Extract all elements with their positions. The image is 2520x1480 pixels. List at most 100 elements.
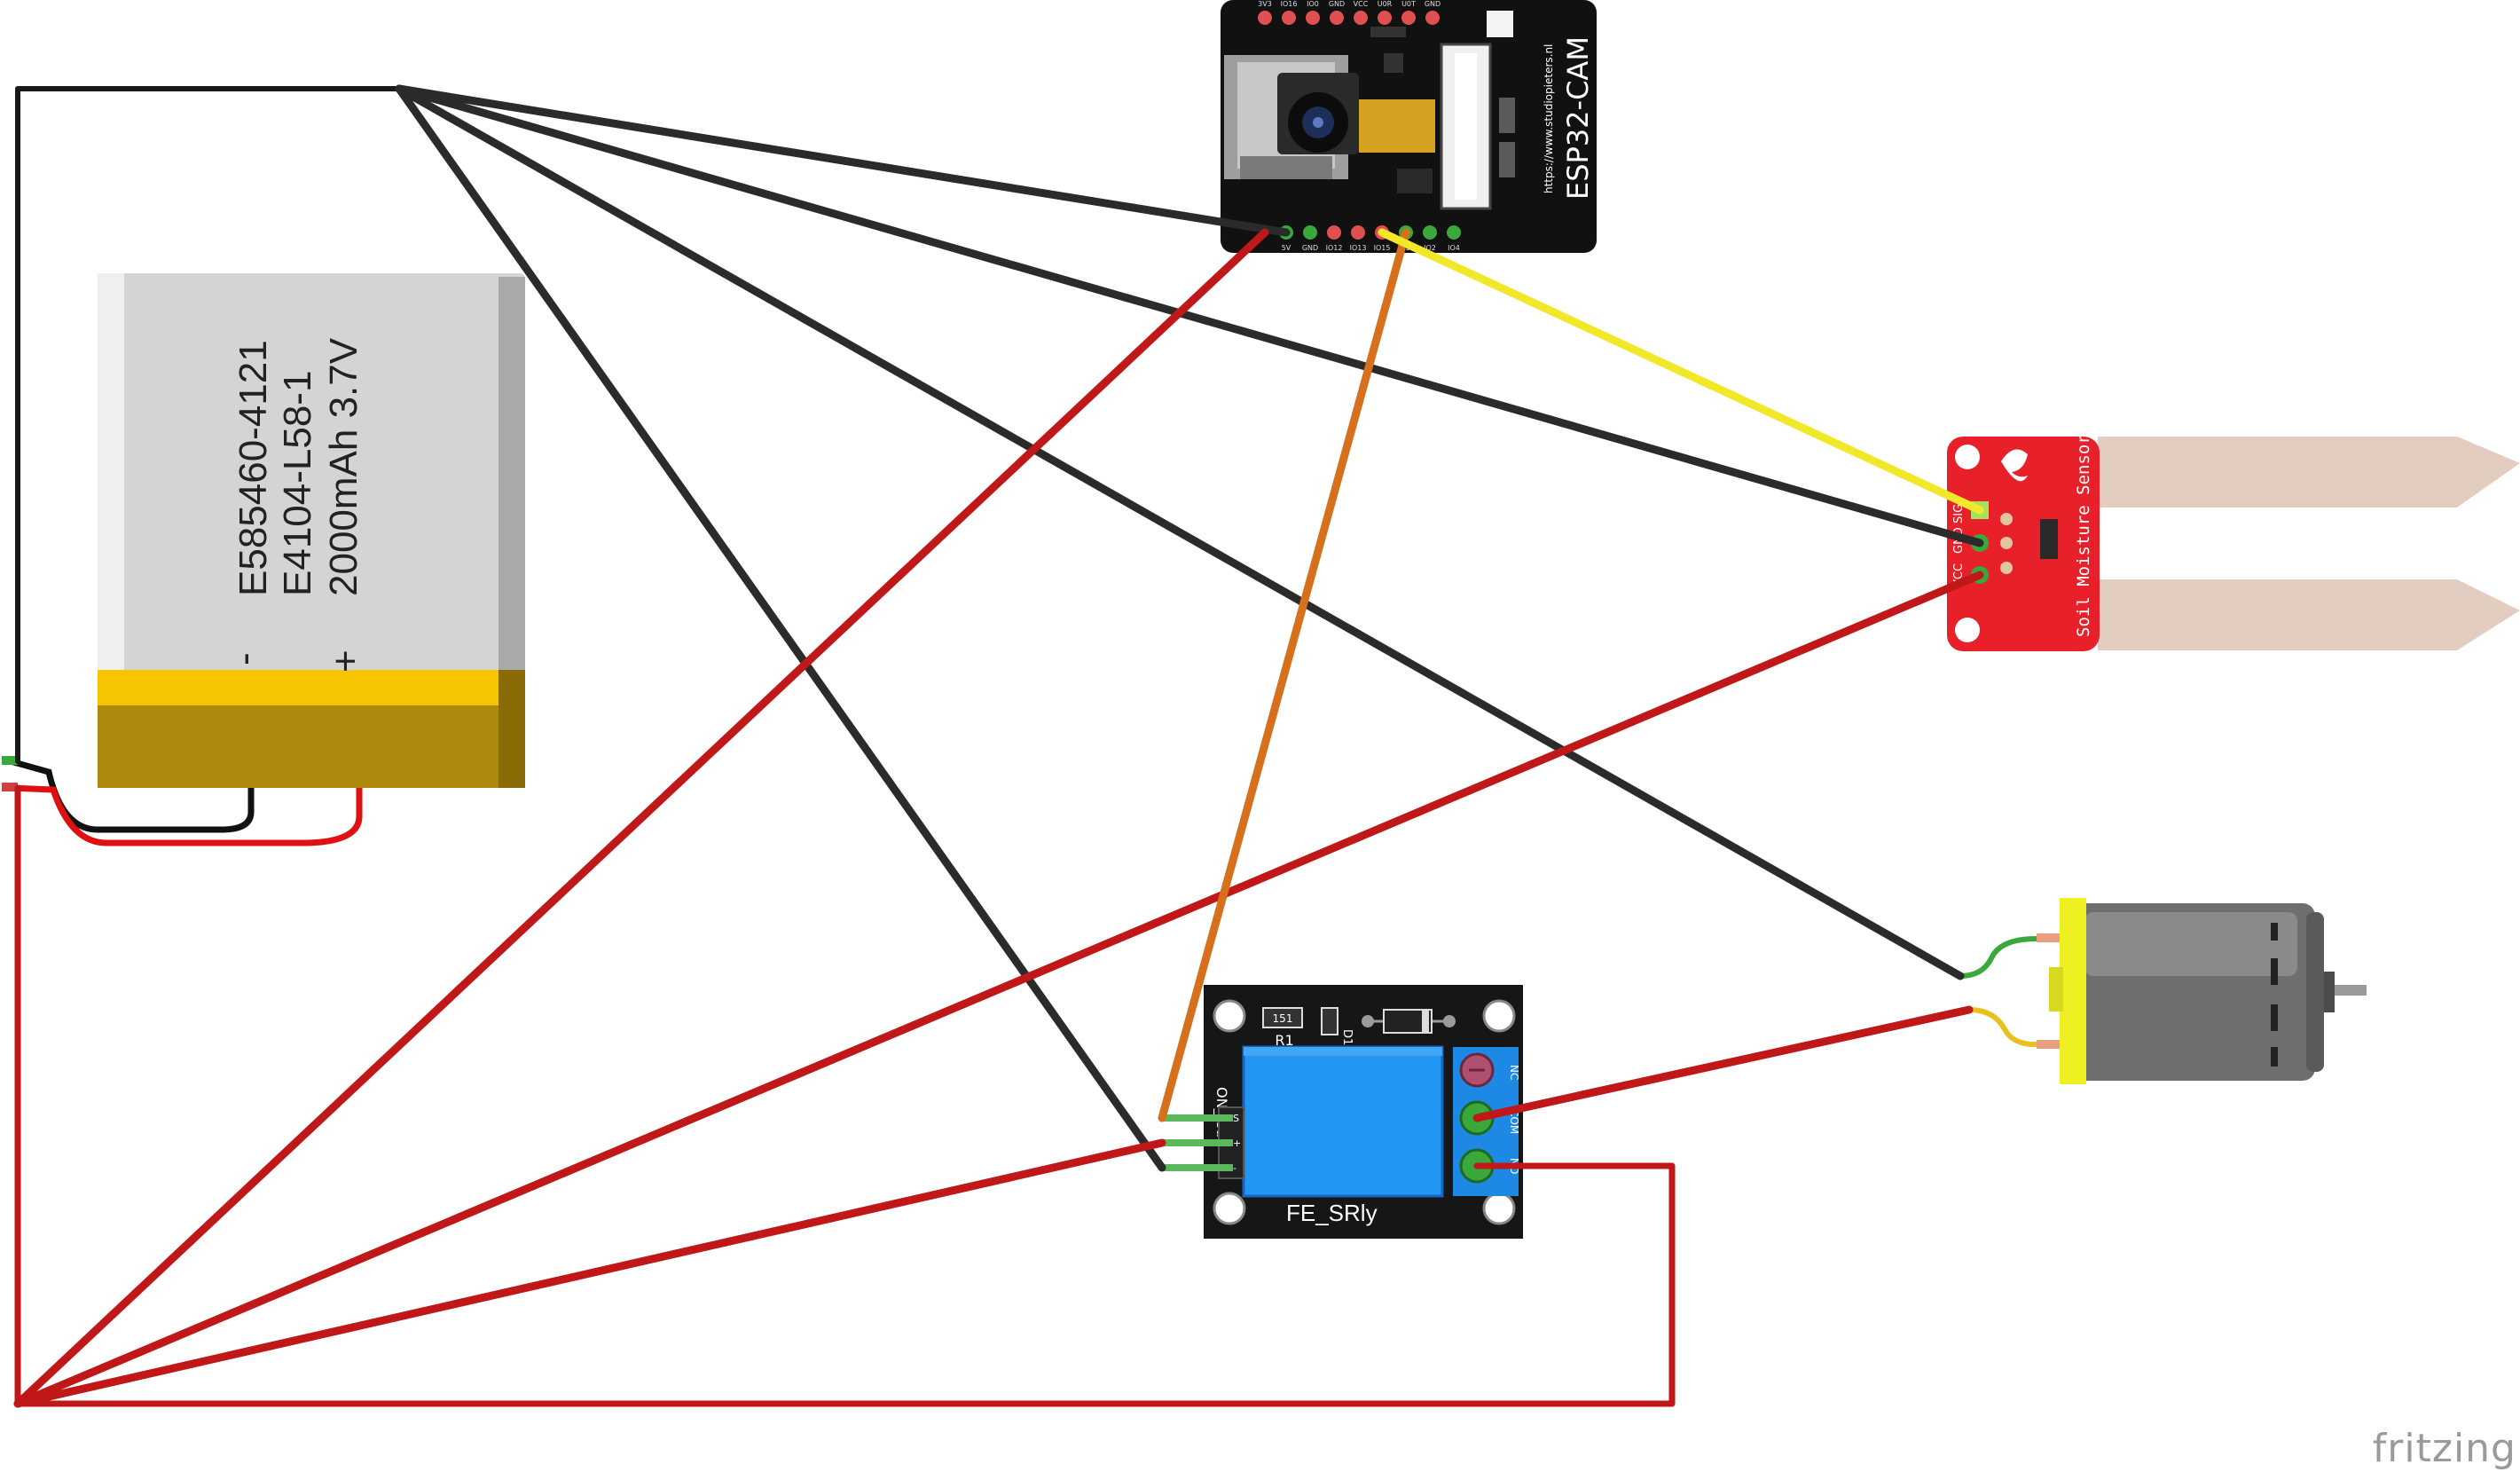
- esp32-smd-1: [1370, 27, 1406, 37]
- relay-pin-minus[interactable]: [1162, 1164, 1233, 1171]
- esp32-bottom-pin-label: IO4: [1448, 244, 1460, 252]
- motor-slot: [2271, 923, 2278, 941]
- soil-moisture-sensor[interactable]: Soil Moisture Sensor VCC GND SIG: [1947, 434, 2520, 651]
- relay-pad: [1443, 1015, 1456, 1027]
- esp32-top-pin[interactable]: [1401, 11, 1416, 25]
- camera-flex-cable: [1359, 99, 1435, 153]
- esp32-top-pin[interactable]: [1378, 11, 1392, 25]
- motor-cap: [2060, 898, 2086, 1084]
- soil-sensor-title: Soil Moisture Sensor: [2074, 434, 2093, 637]
- fpc-connector-inner: [1455, 53, 1477, 200]
- fritzing-watermark: fritzing: [2372, 1426, 2516, 1471]
- esp32-bottom-pin-label: IO15: [1374, 244, 1391, 252]
- esp32-top-pin-label: GND: [1425, 0, 1441, 8]
- wire-red-power-bus[interactable]: [14, 784, 1676, 1407]
- relay-cube: [1242, 1045, 1444, 1198]
- battery-band-top: [98, 670, 525, 705]
- relay-mount-hole: [1482, 999, 1516, 1033]
- wire-red-relay-vcc[interactable]: [13, 1138, 1166, 1408]
- esp32-top-pin-label: IO0: [1307, 0, 1319, 8]
- motor-slot: [2271, 1047, 2278, 1067]
- relay-d1-label: D1: [1340, 1029, 1354, 1045]
- motor-slot: [2271, 958, 2278, 985]
- soil-mount-hole: [1955, 618, 1980, 642]
- esp32-top-pin[interactable]: [1258, 11, 1272, 25]
- esp32-bottom-pin-label: GND: [1302, 244, 1318, 252]
- sd-card-edge: [1240, 156, 1332, 179]
- motor-endcap: [2306, 912, 2324, 1072]
- wire-black-gnd-bus[interactable]: [15, 86, 402, 764]
- esp32-smd-4: [1499, 98, 1515, 133]
- wire-black-motor[interactable]: [395, 84, 1965, 980]
- battery-minus-label: -: [223, 652, 266, 665]
- esp32-top-pin[interactable]: [1425, 11, 1440, 25]
- battery-gnd-node[interactable]: [2, 756, 18, 765]
- esp32-top-pin-label: 3V3: [1258, 0, 1272, 8]
- esp32-bottom-pin-label: IO12: [1326, 244, 1343, 252]
- esp32-top-pin-label: GND: [1329, 0, 1345, 8]
- soil-sensor-chip: [2040, 519, 2058, 559]
- wire-yellow-soil-signal[interactable]: [1378, 228, 1984, 515]
- esp32-top-pins: 3V3 IO16 IO0 GND VCC U0R U0T GND: [1258, 0, 1441, 25]
- esp32-top-pin[interactable]: [1330, 11, 1344, 25]
- esp32-top-pin[interactable]: [1354, 11, 1368, 25]
- battery-plus-label: +: [324, 649, 367, 673]
- relay-module[interactable]: ON_led 151 R1 D1 NC COM NO S + - FE_SRly: [1162, 985, 1523, 1239]
- wire-black-soil-gnd[interactable]: [395, 84, 1984, 547]
- motor-yellow-lead[interactable]: [1968, 1007, 2037, 1048]
- esp32-bottom-pin[interactable]: [1447, 225, 1461, 240]
- relay-mount-hole: [1482, 1192, 1516, 1225]
- dc-motor[interactable]: [2037, 898, 2367, 1084]
- esp32-cam-board[interactable]: ESP32-CAM https://www.studiopieters.nl 3…: [1221, 0, 1597, 253]
- lipo-battery[interactable]: E585460-4121 E4104-L58-1 2000mAh 3.7V - …: [98, 273, 525, 788]
- esp32-top-pin-label: IO16: [1281, 0, 1298, 8]
- esp32-top-pin-label: VCC: [1354, 0, 1369, 8]
- wire-red-soil-vcc[interactable]: [13, 571, 1984, 1408]
- motor-terminal-2[interactable]: [2037, 1040, 2060, 1049]
- relay-title: FE_SRly: [1286, 1200, 1378, 1226]
- soil-probe-bottom: [2098, 579, 2520, 650]
- battery-red-lead[interactable]: [10, 784, 363, 846]
- motor-terminal-1[interactable]: [2037, 933, 2060, 942]
- relay-resistor: [1262, 1007, 1303, 1028]
- relay-mount-hole: [1213, 999, 1246, 1033]
- wire-red-relay-motor[interactable]: [1472, 1005, 1974, 1122]
- wires: [13, 84, 1984, 1408]
- wire-orange-relay-signal[interactable]: [1158, 228, 1410, 1122]
- battery-label-1: E585460-4121: [232, 340, 275, 596]
- esp32-top-pin[interactable]: [1282, 11, 1296, 25]
- esp32-bottom-pin[interactable]: [1303, 225, 1317, 240]
- relay-diode-band: [1422, 1010, 1429, 1033]
- battery-vcc-node[interactable]: [2, 783, 18, 791]
- soil-pin-label: SIG: [1952, 504, 1966, 524]
- motor-green-lead[interactable]: [1959, 936, 2037, 979]
- esp32-bottom-pin[interactable]: [1423, 225, 1437, 240]
- esp32-bottom-pin[interactable]: [1327, 225, 1341, 240]
- relay-r1-value: 151: [1273, 1012, 1293, 1025]
- battery-label-2: E4104-L58-1: [276, 371, 319, 596]
- soil-sensor-pcb: [1947, 437, 2100, 651]
- esp32-top-pin[interactable]: [1306, 11, 1320, 25]
- relay-pin-s[interactable]: [1162, 1114, 1233, 1122]
- battery-band-shadow: [499, 670, 525, 788]
- soil-pin-aux: [2000, 537, 2013, 549]
- relay-pin-plus[interactable]: [1162, 1139, 1233, 1146]
- relay-mount-hole: [1213, 1192, 1246, 1225]
- battery-label-3: 2000mAh 3.7V: [322, 337, 365, 596]
- flash-led: [1487, 11, 1513, 37]
- motor-shaft: [2335, 985, 2367, 996]
- relay-transistor: [1321, 1007, 1339, 1035]
- wire-red-esp32-5v[interactable]: [13, 228, 1269, 1408]
- esp32-smd-2: [1384, 53, 1403, 73]
- esp32-bottom-pin-label: IO2: [1424, 244, 1436, 252]
- sparkfun-flame-icon: [2001, 449, 2028, 482]
- wire-black-relay-gnd[interactable]: [395, 84, 1166, 1172]
- wire-black-esp32-gnd[interactable]: [395, 84, 1291, 237]
- esp32-smd-5: [1499, 142, 1515, 177]
- relay-terminal-label: NC: [1508, 1065, 1520, 1080]
- soil-pin-aux: [2000, 513, 2013, 525]
- esp32-bottom-pin[interactable]: [1351, 225, 1365, 240]
- motor-cap-tab: [2049, 967, 2063, 1012]
- esp32-title: ESP32-CAM: [1561, 36, 1595, 200]
